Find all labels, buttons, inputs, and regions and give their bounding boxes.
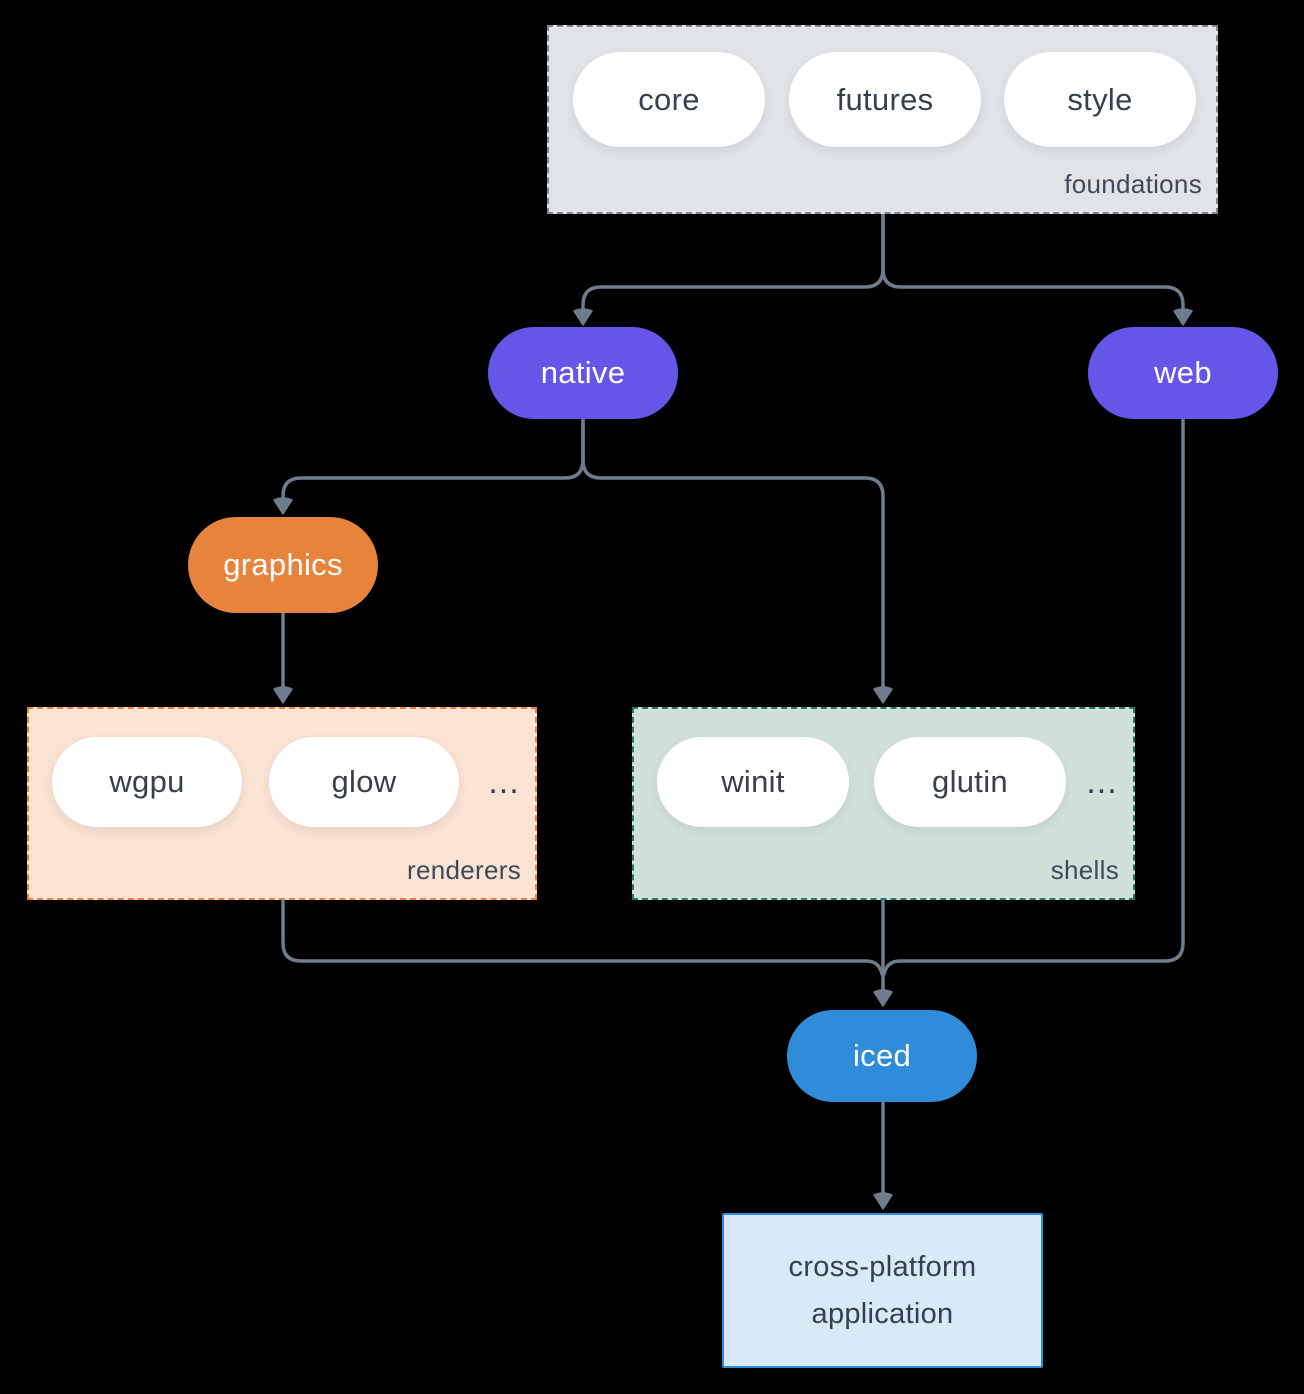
edge-foundations-native	[581, 212, 885, 313]
node-winit: winit	[657, 737, 849, 827]
arrowhead-iced	[873, 989, 893, 1007]
edge-renderers-iced	[281, 898, 884, 976]
node-native: native	[488, 327, 678, 419]
node-application: cross-platform application	[722, 1213, 1043, 1368]
node-glow: glow	[269, 737, 459, 827]
edge-web-iced	[882, 417, 1185, 976]
node-web: web	[1088, 327, 1278, 419]
group-foundations: core futures style foundations	[547, 25, 1218, 214]
node-wgpu: wgpu	[52, 737, 242, 827]
edge-native-graphics	[281, 417, 585, 502]
group-renderers: wgpu glow ... renderers	[27, 707, 537, 900]
node-core: core	[573, 52, 765, 147]
node-futures: futures	[789, 52, 981, 147]
node-style: style	[1004, 52, 1196, 147]
group-label-foundations: foundations	[1064, 169, 1202, 199]
arrowhead-graphics	[273, 497, 293, 515]
node-glutin: glutin	[874, 737, 1066, 827]
shells-ellipsis: ...	[1086, 762, 1118, 801]
group-shells: winit glutin ... shells	[632, 707, 1135, 900]
arrowhead-native	[573, 308, 593, 326]
node-iced: iced	[787, 1010, 977, 1102]
arrowhead-application	[873, 1192, 893, 1210]
arrowhead-web	[1173, 308, 1193, 326]
application-label: cross-platform application	[788, 1250, 977, 1330]
group-label-renderers: renderers	[407, 855, 521, 885]
arrowhead-shells	[873, 686, 893, 704]
edge-native-shells	[581, 417, 885, 691]
arrowhead-renderers	[273, 686, 293, 704]
edge-foundations-web	[881, 212, 1185, 313]
renderers-ellipsis: ...	[488, 762, 520, 801]
group-label-shells: shells	[1050, 855, 1119, 885]
node-graphics: graphics	[188, 517, 378, 613]
